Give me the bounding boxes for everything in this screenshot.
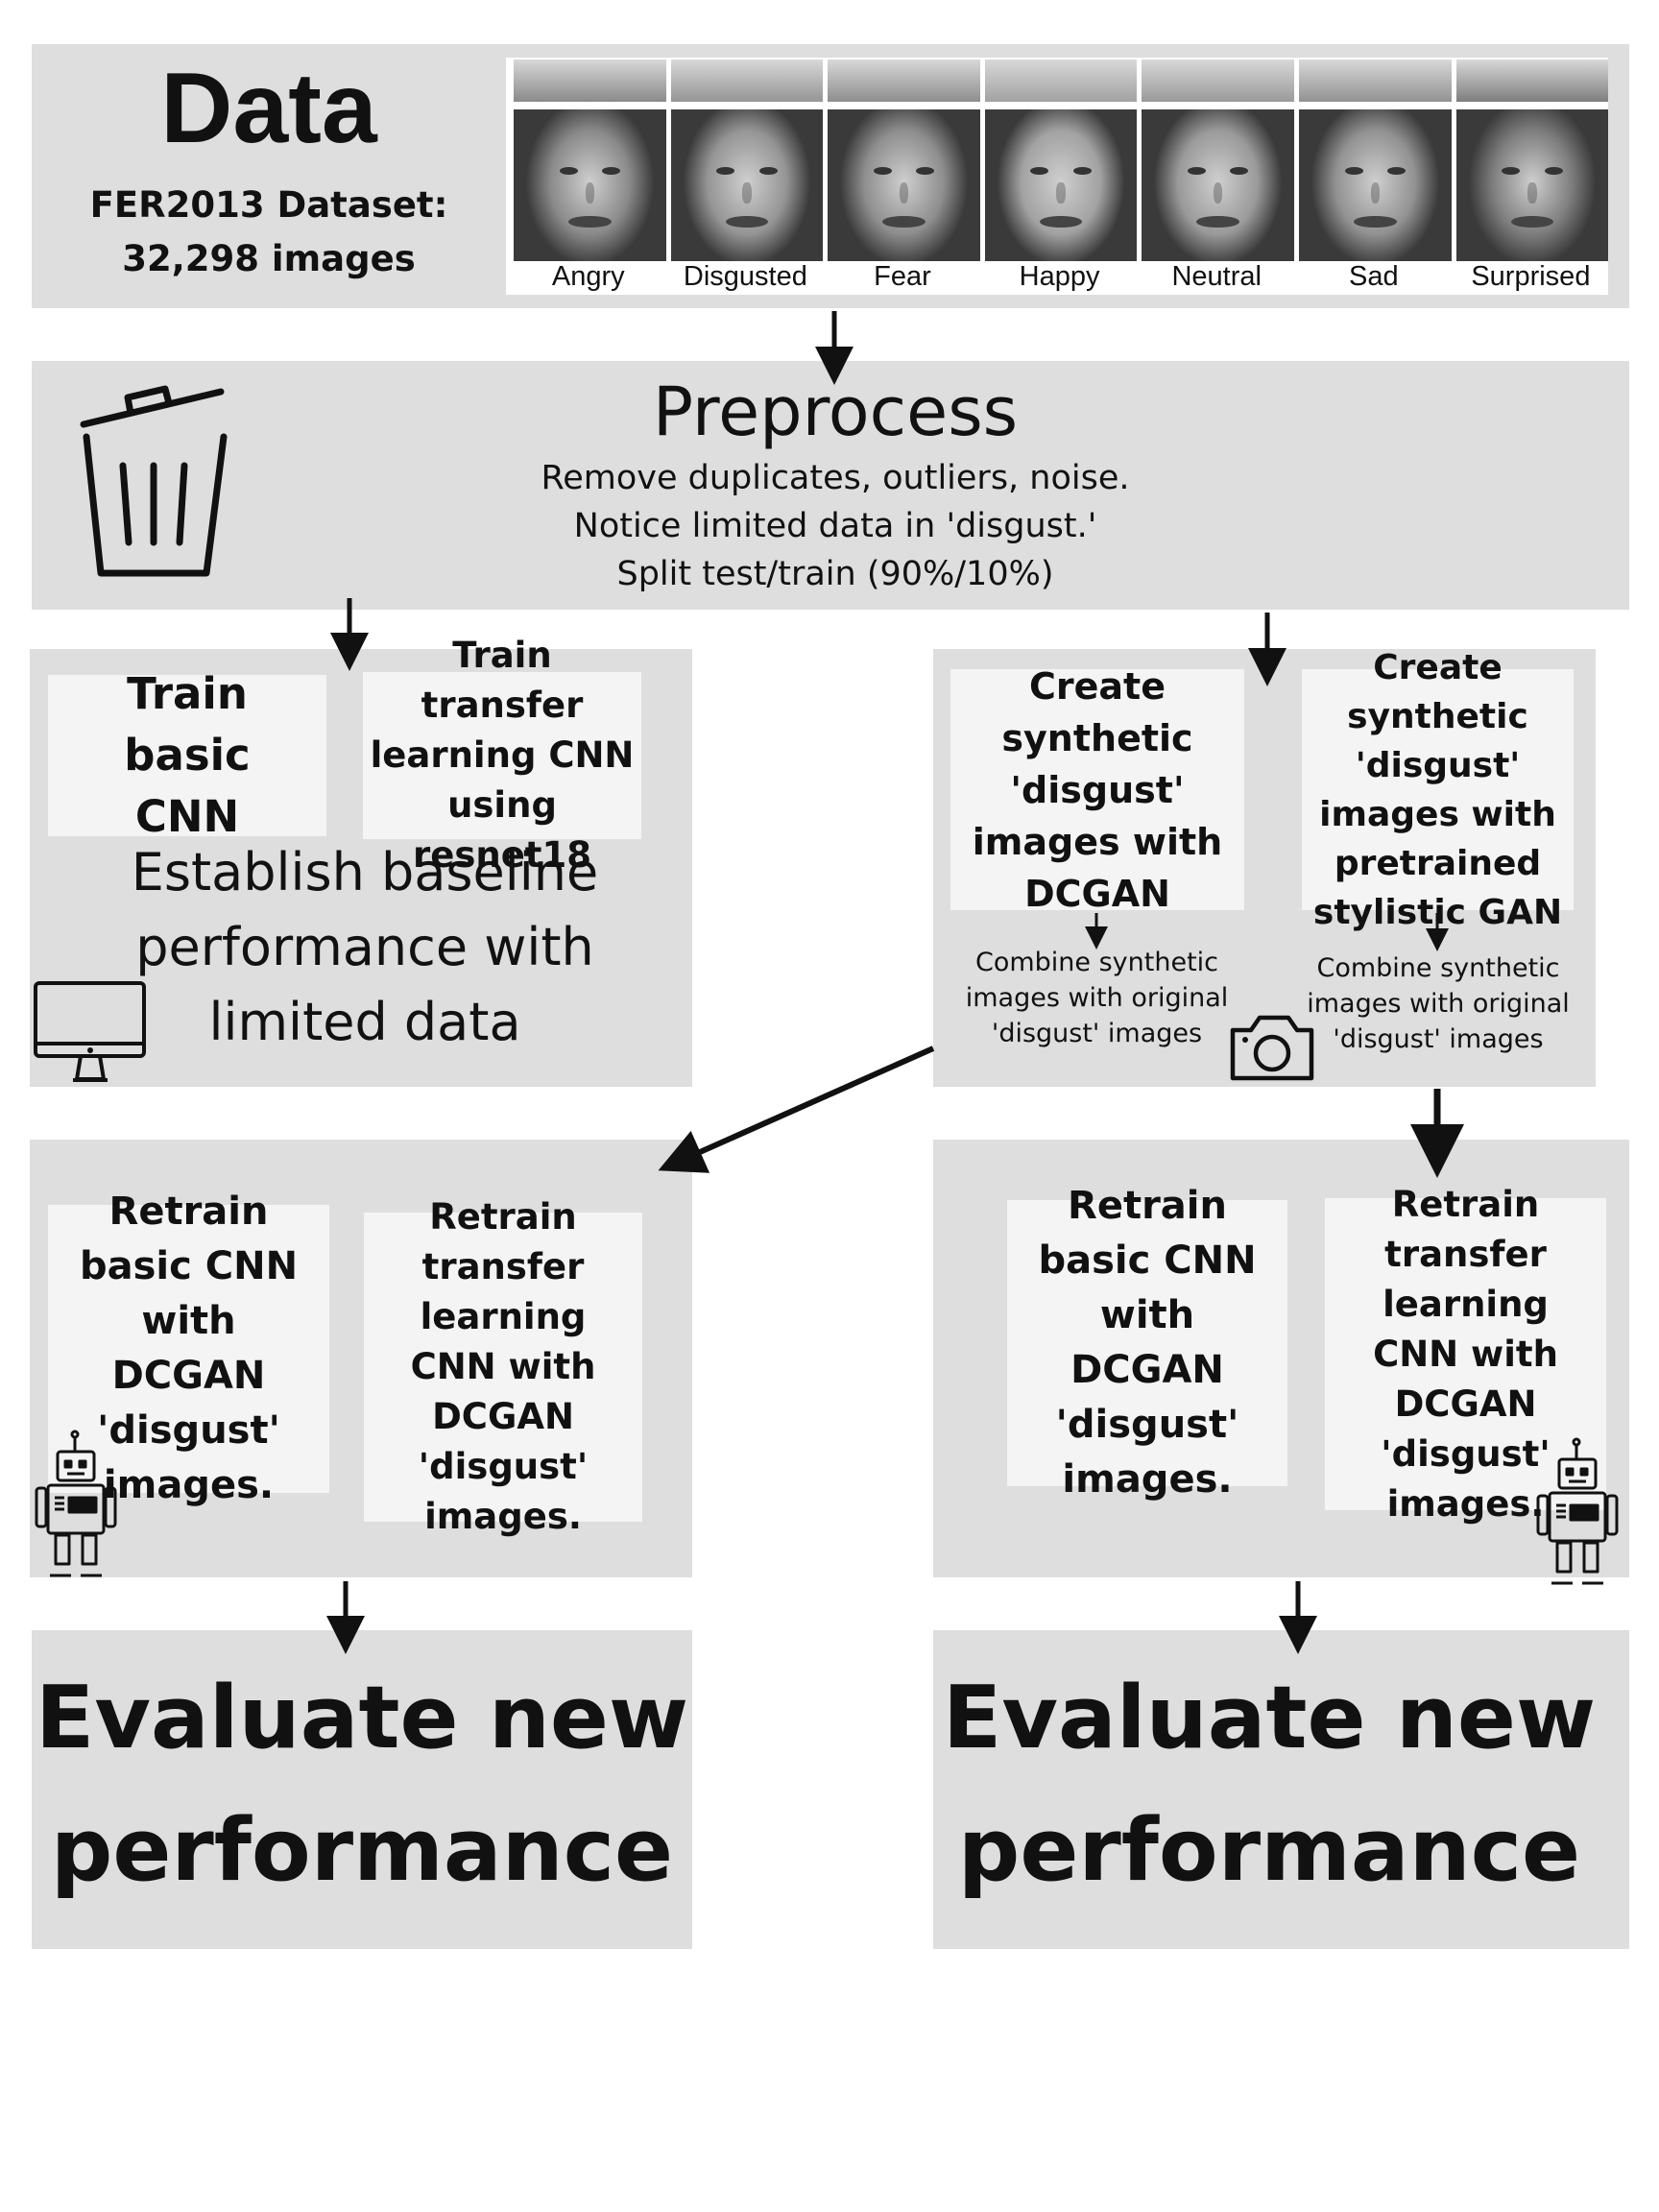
retrain-basic-cnn-card-right: Retrain basic CNN with DCGAN 'disgust' i…	[1007, 1184, 1287, 1502]
preprocess-panel	[32, 361, 1629, 610]
train-basic-cnn-card: Train basic CNN	[48, 668, 326, 842]
evaluate-right-line2: performance	[957, 1800, 1581, 1901]
evaluate-right-line1: Evaluate new	[942, 1668, 1597, 1768]
preprocess-title: Preprocess	[652, 373, 1019, 451]
face-thumbnail-top-fear	[828, 60, 980, 102]
retrain-transfer-cnn-card-right: Retrain transfer learning CNN with DCGAN…	[1325, 1184, 1606, 1525]
combine-right-text: Combine synthetic images with original '…	[1307, 953, 1570, 1054]
combine-left-text: Combine synthetic images with original '…	[965, 948, 1229, 1048]
face-thumbnail-surprised	[1455, 109, 1609, 261]
emotion-label-sad: Sad	[1348, 261, 1399, 292]
preprocess-step-3: Split test/train (90%/10%)	[616, 555, 1054, 593]
face-thumbnail-top-neutral	[1142, 60, 1294, 102]
emotion-label-fear: Fear	[874, 261, 931, 292]
evaluate-left-line2: performance	[50, 1800, 674, 1901]
face-thumbnail-disgusted	[670, 109, 824, 261]
face-thumbnail-fear	[828, 109, 980, 261]
emotion-label-angry: Angry	[551, 261, 625, 292]
train-transfer-cnn-card: Train transfer learning CNN using resnet…	[363, 635, 641, 876]
stylegan-synthesis-card: Create synthetic 'disgust' images with p…	[1302, 648, 1574, 932]
face-thumbnail-top-sad	[1299, 60, 1452, 102]
face-thumbnail-neutral	[1142, 109, 1294, 261]
face-thumbnail-top-surprised	[1455, 60, 1609, 102]
baseline-caption: Establish baseline performance with limi…	[131, 842, 599, 1052]
face-thumbnail-happy	[984, 109, 1138, 261]
evaluate-left-panel	[32, 1630, 692, 1949]
dataset-size: 32,298 images	[122, 238, 416, 279]
preprocess-step-1: Remove duplicates, outliers, noise.	[541, 459, 1130, 497]
dcgan-synthesis-card: Create synthetic 'disgust' images with D…	[950, 665, 1244, 915]
face-thumbnail-angry	[514, 109, 666, 261]
dataset-name: FER2013 Dataset:	[89, 184, 448, 226]
evaluate-right-panel	[933, 1630, 1629, 1949]
face-thumbnail-top-angry	[514, 60, 666, 102]
retrain-basic-cnn-card-left: Retrain basic CNN with DCGAN 'disgust' i…	[48, 1190, 329, 1507]
face-thumbnail-sad	[1299, 109, 1452, 261]
emotion-label-happy: Happy	[1019, 261, 1100, 292]
arrow-synthetic-to-retrain-left	[658, 1046, 935, 1173]
emotion-label-disgusted: Disgusted	[683, 261, 807, 292]
emotion-label-surprised: Surprised	[1471, 261, 1591, 292]
retrain-transfer-cnn-card-left: Retrain transfer learning CNN with DCGAN…	[364, 1196, 642, 1537]
emotion-label-neutral: Neutral	[1171, 261, 1262, 292]
preprocess-step-2: Notice limited data in 'disgust.'	[573, 507, 1097, 545]
evaluate-left-line1: Evaluate new	[35, 1668, 689, 1768]
data-title: Data	[160, 53, 377, 164]
face-thumbnail-top-disgusted	[670, 60, 824, 102]
face-thumbnail-top-happy	[984, 60, 1138, 102]
